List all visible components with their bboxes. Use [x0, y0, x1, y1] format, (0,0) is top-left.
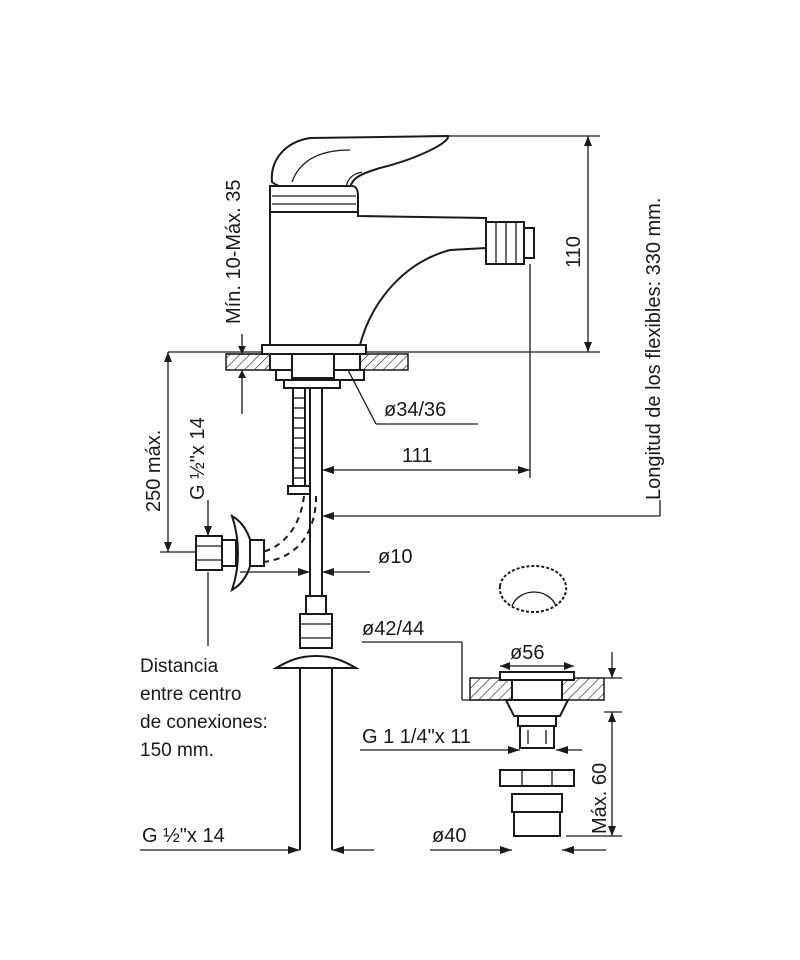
dimension-labels: Mín. 10-Máx. 35 110 Longitud de los flex…	[142, 179, 665, 847]
note-line: 150 mm.	[140, 740, 214, 761]
spout-body	[269, 211, 487, 346]
lever-handle	[270, 134, 449, 192]
body-collar	[269, 185, 359, 213]
label-thread-g12-bottom: G ½"x 14	[142, 825, 225, 847]
label-flex-length: Longitud de los flexibles: 330 mm.	[643, 198, 665, 500]
side-connection-valve	[195, 513, 265, 593]
label-dia-34-36: ø34/36	[384, 399, 446, 421]
base-flange	[261, 344, 367, 355]
connection-distance-note: Distancia entre centro de conexiones: 15…	[140, 656, 268, 761]
label-height-110: 110	[563, 236, 585, 268]
label-dia-56: ø56	[510, 642, 544, 664]
note-line: de conexiones:	[140, 712, 268, 733]
label-max-60: Máx. 60	[589, 763, 611, 834]
drain-assembly	[469, 564, 605, 837]
dimension-lines	[140, 135, 661, 854]
faucet-body	[261, 134, 535, 355]
label-dia-10: ø10	[378, 546, 412, 568]
label-min-max: Mín. 10-Máx. 35	[223, 179, 245, 324]
spout-nozzle	[485, 221, 525, 265]
label-dia-40: ø40	[432, 825, 466, 847]
note-line: entre centro	[140, 684, 241, 705]
hose-bottom-fitting	[272, 595, 360, 850]
note-line: Distancia	[140, 656, 219, 677]
label-dia-42-44: ø42/44	[362, 618, 424, 640]
label-thread-g114: G 1 1/4"x 11	[362, 726, 471, 748]
label-thread-g12-side: G ½"x 14	[187, 417, 209, 500]
label-max-250: 250 máx.	[143, 430, 165, 512]
label-dim-111: 111	[402, 445, 432, 467]
mounting-hardware	[261, 353, 365, 596]
